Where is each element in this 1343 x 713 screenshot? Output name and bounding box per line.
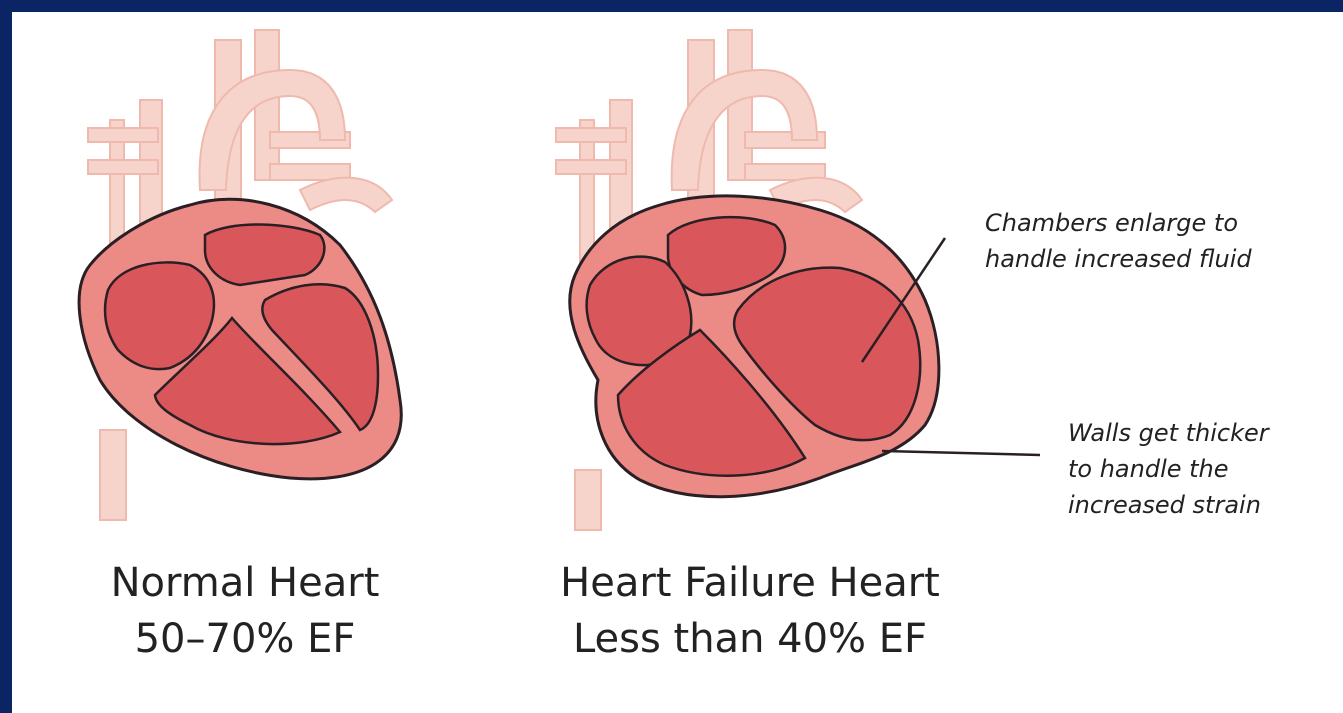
walls-annotation-line-2: to handle the	[1068, 451, 1269, 487]
failure-heart-caption: Heart Failure Heart Less than 40% EF	[520, 555, 980, 667]
failure-heart-ef: Less than 40% EF	[520, 611, 980, 667]
walls-annotation-line-1: Walls get thicker	[1068, 415, 1269, 451]
normal-heart-caption: Normal Heart 50–70% EF	[75, 555, 415, 667]
walls-annotation: Walls get thicker to handle the increase…	[1068, 415, 1269, 523]
failure-heart-title: Heart Failure Heart	[520, 555, 980, 611]
walls-annotation-line-3: increased strain	[1068, 487, 1269, 523]
normal-heart-ef: 50–70% EF	[75, 611, 415, 667]
chambers-annotation-line-1: Chambers enlarge to	[985, 205, 1252, 241]
normal-heart-title: Normal Heart	[75, 555, 415, 611]
chambers-annotation: Chambers enlarge to handle increased flu…	[985, 205, 1252, 277]
chambers-annotation-line-2: handle increased fluid	[985, 241, 1252, 277]
walls-leader-line	[882, 451, 1040, 455]
normal-heart	[79, 199, 401, 479]
